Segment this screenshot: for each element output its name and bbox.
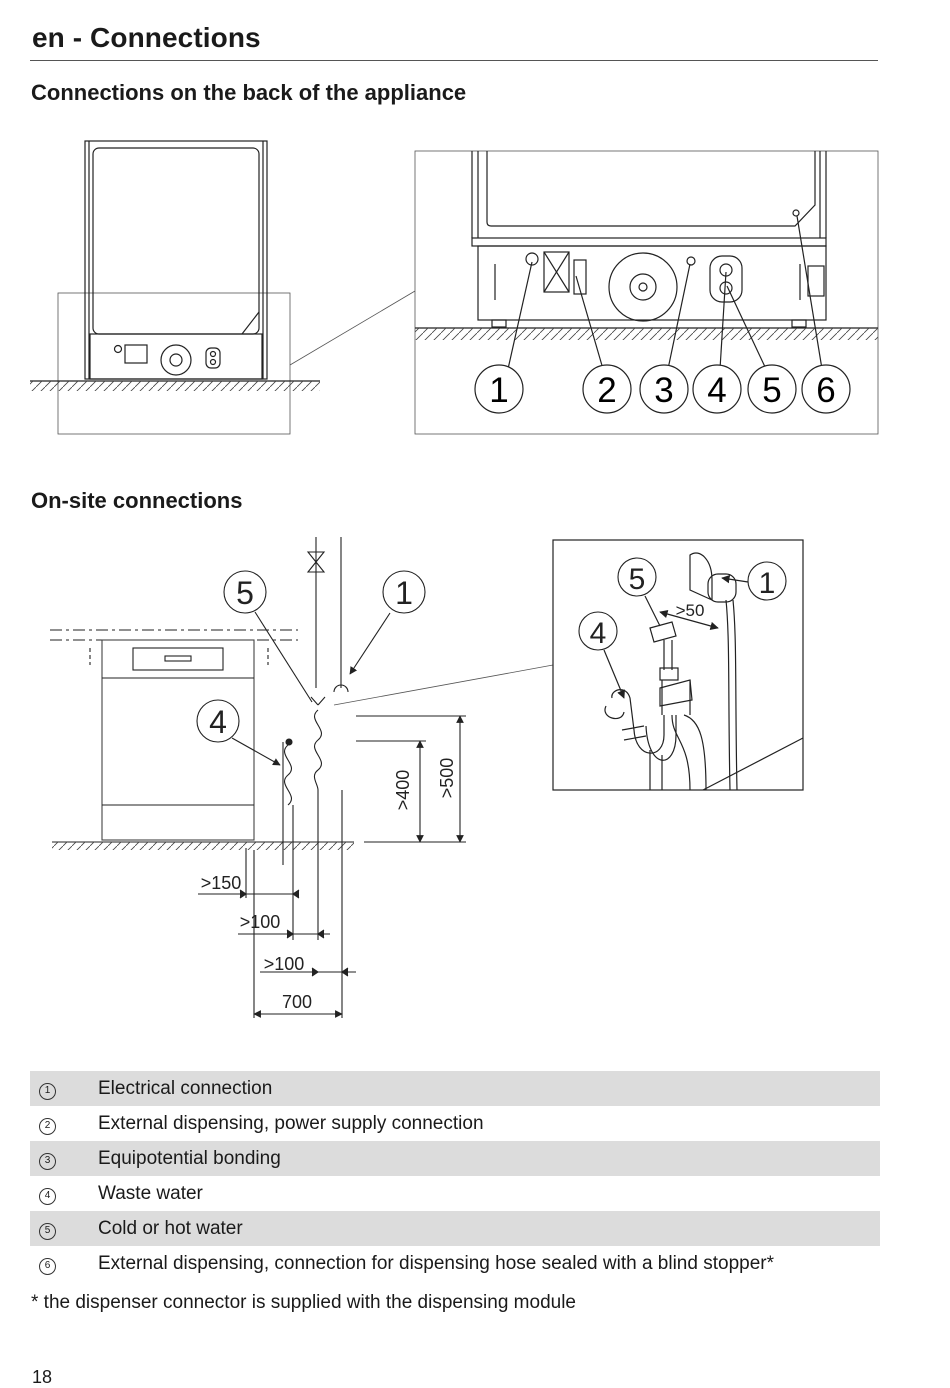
- callout-1: 1: [474, 364, 524, 414]
- callout-2: 2: [582, 364, 632, 414]
- header-rule: [30, 60, 878, 61]
- section-title-onsite-connections: On-site connections: [31, 488, 243, 513]
- legend-text: Cold or hot water: [98, 1217, 243, 1239]
- callout-4: 4: [196, 699, 240, 743]
- dim-50: >50: [676, 601, 705, 620]
- legend-number: 5: [39, 1222, 56, 1240]
- legend-number: 3: [39, 1152, 56, 1170]
- legend-number: 6: [39, 1257, 56, 1275]
- svg-text:1: 1: [759, 567, 776, 600]
- dim-500: >500: [437, 758, 457, 799]
- dim-100a: >100: [240, 912, 281, 932]
- legend-row: 3 Equipotential bonding: [30, 1141, 880, 1176]
- zoom-connector-line: [289, 290, 416, 366]
- legend-row: 2 External dispensing, power supply conn…: [30, 1106, 880, 1141]
- svg-text:5: 5: [629, 563, 646, 596]
- legend-row: 6 External dispensing, connection for di…: [30, 1246, 880, 1281]
- onsite-connections-figure: [50, 537, 554, 1018]
- callout-6: 6: [801, 364, 851, 414]
- svg-text:1: 1: [395, 575, 413, 611]
- callout-3: 3: [639, 364, 689, 414]
- appliance-back-detail-figure: [414, 150, 879, 435]
- legend-text: Electrical connection: [98, 1077, 273, 1099]
- legend-row: 4 Waste water: [30, 1176, 880, 1211]
- callout-4: 4: [692, 364, 742, 414]
- legend-text: Waste water: [98, 1182, 203, 1204]
- page-header-title: en - Connections: [32, 22, 261, 53]
- callout-5: 5: [747, 364, 797, 414]
- callout-5: 5: [223, 570, 267, 614]
- dim-150: >150: [201, 873, 242, 893]
- callout-4: 4: [578, 611, 618, 651]
- dim-100b: >100: [264, 954, 305, 974]
- svg-text:4: 4: [209, 704, 227, 740]
- callout-5: 5: [617, 557, 657, 597]
- legend-table: 1 Electrical connection 2 External dispe…: [30, 1071, 880, 1281]
- dim-700: 700: [282, 992, 312, 1012]
- legend-number: 1: [39, 1082, 56, 1100]
- figure2-labels: 5 1 4 >400 >500 >150 >100 >100 700: [196, 570, 457, 1012]
- svg-text:4: 4: [590, 617, 607, 650]
- svg-text:3: 3: [654, 371, 673, 410]
- svg-text:5: 5: [236, 575, 254, 611]
- svg-text:2: 2: [597, 371, 616, 410]
- siphon-detail-figure: [552, 539, 804, 791]
- legend-row: 5 Cold or hot water: [30, 1211, 880, 1246]
- legend-text: External dispensing, power supply connec…: [98, 1112, 484, 1134]
- svg-text:1: 1: [489, 371, 508, 410]
- appliance-back-small-figure: [30, 140, 320, 435]
- svg-text:6: 6: [816, 371, 835, 410]
- legend-text: External dispensing, connection for disp…: [98, 1252, 774, 1274]
- svg-text:4: 4: [707, 371, 726, 410]
- legend-row: 1 Electrical connection: [30, 1071, 880, 1106]
- callout-1: 1: [747, 561, 787, 601]
- footnote: * the dispenser connector is supplied wi…: [31, 1292, 576, 1313]
- legend-number: 4: [39, 1187, 56, 1205]
- legend-text: Equipotential bonding: [98, 1147, 281, 1169]
- callout-1: 1: [382, 570, 426, 614]
- page-number: 18: [32, 1367, 53, 1387]
- section-title-back-connections: Connections on the back of the appliance: [31, 80, 467, 105]
- dim-400: >400: [393, 770, 413, 811]
- legend-number: 2: [39, 1117, 56, 1135]
- figure1-callouts: 1 2 3 4 5 6: [474, 364, 851, 414]
- figure3-labels: 5 1 4 >50: [578, 557, 787, 651]
- svg-text:5: 5: [762, 371, 781, 410]
